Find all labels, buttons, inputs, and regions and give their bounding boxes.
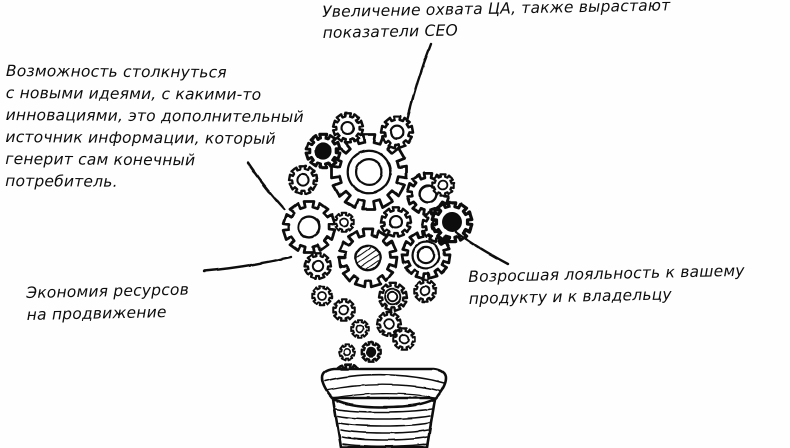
- gear: [431, 173, 455, 197]
- gear: [331, 112, 365, 144]
- gear: [375, 311, 403, 338]
- gear: [287, 165, 319, 196]
- annotation-new-ideas-source: Возможность столкнуться с новыми идеями,…: [5, 61, 304, 191]
- gear: [337, 228, 399, 289]
- gear: [311, 285, 333, 307]
- gear: [304, 132, 342, 170]
- gear: [332, 298, 356, 322]
- gear: [350, 319, 370, 339]
- gear: [281, 200, 337, 254]
- connector-left: [246, 161, 286, 211]
- gear: [430, 200, 474, 244]
- gear: [379, 115, 415, 150]
- gear: [330, 133, 408, 211]
- gear: [400, 230, 452, 281]
- gear: [413, 279, 437, 303]
- gear: [338, 343, 356, 361]
- gear: [377, 282, 409, 313]
- gear: [333, 211, 355, 233]
- flower-pot: [320, 367, 448, 448]
- connector-lines: [202, 42, 510, 273]
- annotation-resource-savings: Экономия ресурсов на продвижение: [26, 280, 190, 325]
- gear: [360, 341, 382, 363]
- gear: [303, 252, 333, 281]
- connector-lower-left: [202, 255, 293, 273]
- gear: [379, 206, 413, 239]
- connector-lower-right: [454, 230, 510, 266]
- connector-top: [405, 42, 433, 123]
- gear: [392, 327, 416, 351]
- annotation-increased-loyalty: Возросшая лояльность к вашему продукту и…: [468, 261, 745, 309]
